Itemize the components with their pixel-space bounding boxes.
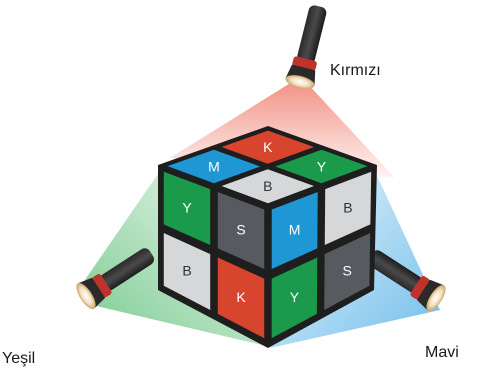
right-tile-label-2: Y xyxy=(290,289,300,305)
left-tile-label-2: B xyxy=(182,263,191,279)
left-tile-label-1: S xyxy=(236,222,245,238)
top-tile-label-0: K xyxy=(263,139,273,155)
left-tile-3 xyxy=(217,257,265,339)
left-tile-label-0: Y xyxy=(182,200,192,216)
flashlight-icon-red xyxy=(285,5,327,89)
green-light-label: Yeşil xyxy=(2,350,36,367)
top-tile-label-2: M xyxy=(208,158,220,174)
cube-tiles: K Y M B Y S B K M B Y S xyxy=(163,130,372,339)
left-tile-0 xyxy=(163,171,211,246)
red-light-label: Kırmızı xyxy=(330,62,381,79)
top-tile-label-3: B xyxy=(263,178,272,194)
right-tile-label-0: M xyxy=(289,222,301,238)
top-tile-1 xyxy=(275,149,368,184)
right-tile-0 xyxy=(271,191,318,269)
blue-light-label: Mavi xyxy=(425,344,459,361)
right-tile-2 xyxy=(271,257,318,339)
right-tile-label-1: B xyxy=(343,200,352,216)
top-tile-0 xyxy=(221,130,314,164)
flashlight-icon-blue xyxy=(367,250,446,311)
flashlight-icon-green xyxy=(76,248,155,309)
right-tile-3 xyxy=(324,232,371,310)
right-tile-1 xyxy=(324,171,372,246)
right-tile-label-3: S xyxy=(342,263,351,279)
top-tile-label-1: Y xyxy=(317,158,327,174)
top-tile-2 xyxy=(167,149,261,184)
left-tile-2 xyxy=(163,232,211,310)
left-tile-label-3: K xyxy=(236,289,246,305)
top-tile-3 xyxy=(221,169,314,204)
left-tile-1 xyxy=(217,191,265,269)
